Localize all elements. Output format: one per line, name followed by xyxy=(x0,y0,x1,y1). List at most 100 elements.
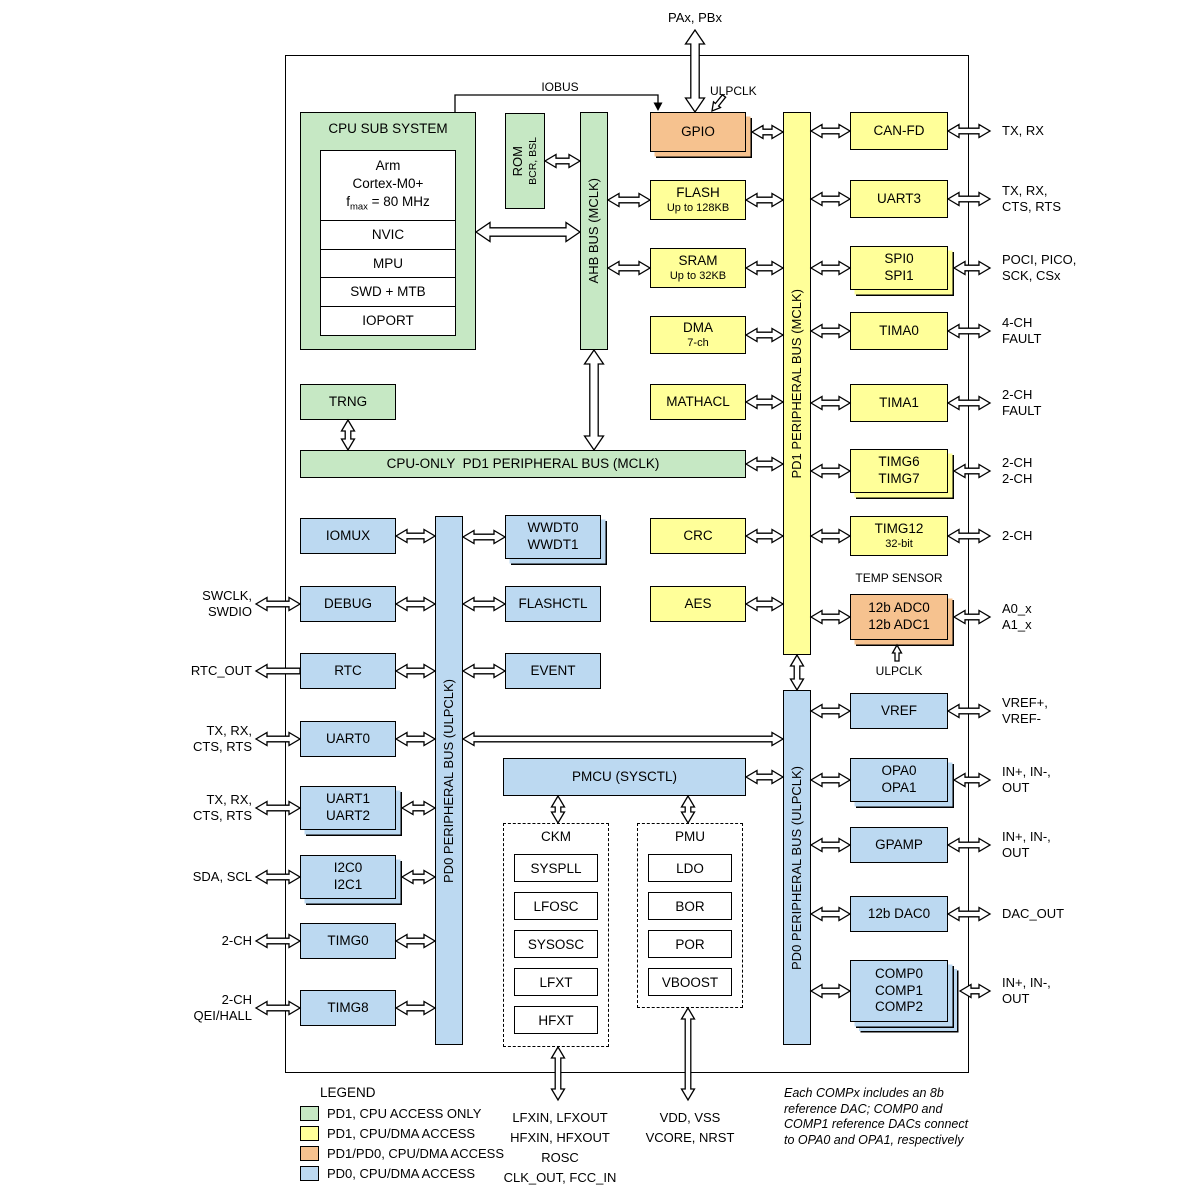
pin-label-debug: SWCLK, SWDIO xyxy=(202,588,252,619)
pin-label-i2c: SDA, SCL xyxy=(192,869,252,884)
pin-label-tima0: 4-CH FAULT xyxy=(1002,315,1042,346)
legend-item-orange: PD1/PD0, CPU/DMA ACCESS xyxy=(300,1146,504,1161)
iomux-block: IOMUX xyxy=(300,518,396,554)
vboost-block: VBOOST xyxy=(648,968,732,996)
rom-sublabel: BCR, BSL xyxy=(527,137,540,185)
pin-label-timg8: 2-CH QEI/HALL xyxy=(193,992,252,1023)
pin-label-opa: IN+, IN-, OUT xyxy=(1002,764,1051,795)
mathacl-block: MATHACL xyxy=(650,384,746,420)
pin-label-uart3: TX, RX, CTS, RTS xyxy=(1002,183,1061,214)
gpio-block: GPIO xyxy=(650,112,746,152)
por-block: POR xyxy=(648,930,732,958)
hfxt-block: HFXT xyxy=(514,1006,598,1034)
comp-footnote: Each COMPx includes an 8b reference DAC;… xyxy=(784,1086,969,1147)
pmcu-block: PMCU (SYSCTL) xyxy=(503,758,746,796)
legend-item-green: PD1, CPU ACCESS ONLY xyxy=(300,1106,504,1121)
rom-label: ROM xyxy=(509,145,525,177)
trng-block: TRNG xyxy=(300,384,396,420)
event-block: EVENT xyxy=(505,653,601,689)
sram-block: SRAM Up to 32KB xyxy=(650,248,746,288)
temp-sensor-label: TEMP SENSOR xyxy=(855,571,943,585)
cpu-subsystem-title: CPU SUB SYSTEM xyxy=(328,121,448,136)
aes-block: AES xyxy=(650,586,746,622)
tima0-block: TIMA0 xyxy=(850,312,948,350)
ckm-pins-label: LFXIN, LFXOUT HFXIN, HFXOUT ROSC CLK_OUT… xyxy=(503,1110,617,1185)
rtc-block: RTC xyxy=(300,653,396,689)
debug-block: DEBUG xyxy=(300,586,396,622)
cpu-core-line2: Cortex-M0+ xyxy=(352,175,424,191)
legend: LEGEND PD1, CPU ACCESS ONLY PD1, CPU/DMA… xyxy=(300,1085,504,1181)
lfxt-block: LFXT xyxy=(514,968,598,996)
cpu-core-line1: Arm xyxy=(375,158,401,174)
chip-outline xyxy=(285,55,969,1073)
cpu-inner-stack: Arm Cortex-M0+ fmax = 80 MHz NVIC MPU SW… xyxy=(320,149,456,336)
legend-item-blue: PD0, CPU/DMA ACCESS xyxy=(300,1166,504,1181)
nvic-block: NVIC xyxy=(320,220,456,250)
legend-item-yellow: PD1, CPU/DMA ACCESS xyxy=(300,1126,504,1141)
pin-label-dac: DAC_OUT xyxy=(1002,906,1065,921)
flash-block: FLASH Up to 128KB xyxy=(650,180,746,220)
syspll-block: SYSPLL xyxy=(514,854,598,882)
pin-label-canfd: TX, RX xyxy=(1002,123,1044,138)
uart0-block: UART0 xyxy=(300,721,396,757)
cpu-subsystem-block: CPU SUB SYSTEM Arm Cortex-M0+ fmax = 80 … xyxy=(300,112,476,350)
pin-label-uart12: TX, RX, CTS, RTS xyxy=(193,792,252,823)
pin-label-adc: A0_x A1_x xyxy=(1002,601,1032,632)
iobus-label: IOBUS xyxy=(541,80,579,94)
timg67-block: TIMG6 TIMG7 xyxy=(850,449,948,493)
pd0-left-bus: PD0 PERIPHERAL BUS (ULPCLK) xyxy=(435,516,463,1045)
pin-label-rtc: RTC_OUT xyxy=(190,663,252,678)
dac-block: 12b DAC0 xyxy=(850,896,948,932)
pin-label-tima1: 2-CH FAULT xyxy=(1002,387,1042,418)
opa-block: OPA0 OPA1 xyxy=(850,758,948,802)
legend-swatch-blue xyxy=(300,1166,319,1181)
legend-title: LEGEND xyxy=(320,1085,376,1100)
crc-block: CRC xyxy=(650,518,746,554)
cpu-core-block: Arm Cortex-M0+ fmax = 80 MHz xyxy=(320,149,456,222)
sysosc-block: SYSOSC xyxy=(514,930,598,958)
cpu-core-fmax: fmax = 80 MHz xyxy=(346,193,430,213)
wwdt-block: WWDT0 WWDT1 xyxy=(505,515,601,559)
ulpclk-bottom-label: ULPCLK xyxy=(875,664,923,678)
pin-label-comp: IN+, IN-, OUT xyxy=(1002,975,1051,1006)
tima1-block: TIMA1 xyxy=(850,384,948,422)
pin-label-timg67: 2-CH 2-CH xyxy=(1002,455,1033,486)
i2c-block: I2C0 I2C1 xyxy=(300,855,396,899)
ckm-title: CKM xyxy=(541,829,571,844)
dma-block: DMA 7-ch xyxy=(650,316,746,354)
mpu-block: MPU xyxy=(320,248,456,279)
gpamp-block: GPAMP xyxy=(850,827,948,863)
swd-mtb-block: SWD + MTB xyxy=(320,277,456,307)
cpu-only-pd1-bus: CPU-ONLY PD1 PERIPHERAL BUS (MCLK) xyxy=(300,450,746,478)
comp-block: COMP0 COMP1 COMP2 xyxy=(850,960,948,1022)
uart3-block: UART3 xyxy=(850,180,948,218)
legend-swatch-orange xyxy=(300,1146,319,1161)
pmu-group: PMU LDO BOR POR VBOOST xyxy=(637,823,743,1008)
uart12-block: UART1 UART2 xyxy=(300,786,396,830)
pin-label-spi: POCI, PICO, SCK, CSx xyxy=(1002,252,1077,283)
pmu-title: PMU xyxy=(675,829,705,844)
ulpclk-top-label: ULPCLK xyxy=(710,84,757,98)
adc-block: 12b ADC0 12b ADC1 xyxy=(850,594,948,640)
flashctl-block: FLASHCTL xyxy=(505,586,601,622)
rom-block: ROM BCR, BSL xyxy=(505,113,545,209)
timg8-block: TIMG8 xyxy=(300,990,396,1026)
bor-block: BOR xyxy=(648,892,732,920)
pd0-right-bus: PD0 PERIPHERAL BUS (ULPCLK) xyxy=(783,690,811,1045)
legend-swatch-green xyxy=(300,1106,319,1121)
pin-label-timg12: 2-CH xyxy=(1002,528,1033,543)
canfd-block: CAN-FD xyxy=(850,112,948,150)
pin-label-gpamp: IN+, IN-, OUT xyxy=(1002,829,1051,860)
vref-block: VREF xyxy=(850,693,948,729)
pax-pbx-label: PAx, PBx xyxy=(668,10,722,25)
pin-label-timg0: 2-CH xyxy=(221,933,252,948)
ldo-block: LDO xyxy=(648,854,732,882)
timg12-block: TIMG12 32-bit xyxy=(850,516,948,556)
pin-label-uart0: TX, RX, CTS, RTS xyxy=(193,723,252,754)
ioport-block: IOPORT xyxy=(320,305,456,336)
pmu-pins-label: VDD, VSS VCORE, NRST xyxy=(645,1110,735,1145)
lfosc-block: LFOSC xyxy=(514,892,598,920)
spi-block: SPI0 SPI1 xyxy=(850,246,948,290)
pd1-peripheral-bus: PD1 PERIPHERAL BUS (MCLK) xyxy=(783,112,811,655)
